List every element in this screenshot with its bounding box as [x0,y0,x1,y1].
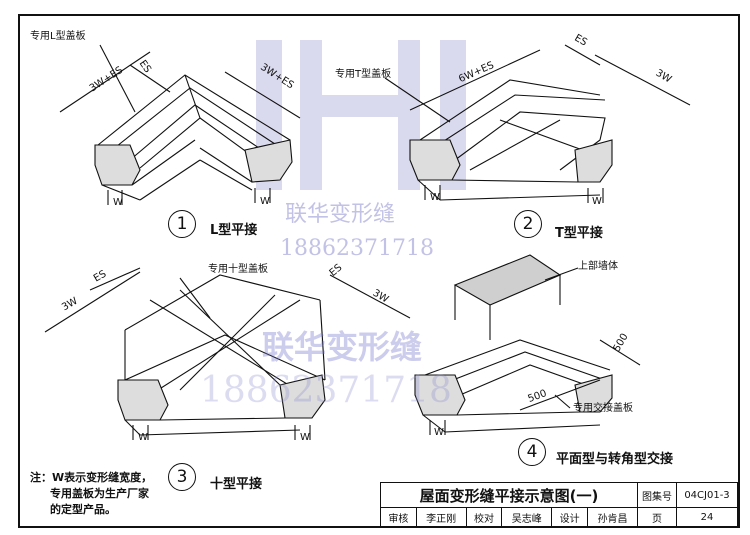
figure-number-3: 3 [168,463,196,491]
dim-w-1b: W [260,196,270,207]
drawing-note: 注：W表示变形缝宽度， 专用盖板为生产厂家 的定型产品。 [30,470,152,518]
label-l-cover: 专用L型盖板 [30,31,86,42]
dim-w-1a: W [113,197,123,208]
atlas-label: 图集号 [637,482,677,508]
label-t-cover: 专用T型盖板 [335,69,392,80]
dim-w-3b: W [300,432,310,443]
label-upper-wall: 上部墙体 [578,261,618,272]
check-label: 校对 [465,507,503,527]
dim-w-4: W [434,427,444,438]
figure-caption-2: T型平接 [555,226,603,241]
dim-w-2a: W [430,192,440,203]
reviewer-name: 李正刚 [415,507,467,527]
figure-caption-3: 十型平接 [210,477,263,492]
figure-number-2: 2 [514,210,542,238]
watermark-company: 联华变形缝 [285,202,396,227]
design-label: 设计 [551,507,588,527]
label-cross-cover-plate: 专用交接盖板 [573,403,633,414]
watermark-company-bold: 联华变形缝 [262,328,423,366]
figure-number-1: 1 [168,210,196,238]
checker-name: 吴志峰 [501,507,553,527]
designer-name: 孙肯昌 [586,507,639,527]
note-line-3: 的定型产品。 [50,503,116,516]
page-number: 24 [676,507,738,527]
watermark-phone-large: 18862371718 [200,370,452,411]
dim-w-3a: W [138,432,148,443]
page-label: 页 [637,507,677,527]
review-label: 审核 [380,507,417,527]
figure-caption-1: L型平接 [210,223,258,238]
title-block: 屋面变形缝平接示意图(一) 图集号 04CJ01-3 审核 李正刚 校对 吴志峰… [380,482,738,527]
label-cross-cover: 专用十型盖板 [208,264,268,275]
note-line-1: 注：W表示变形缝宽度， [30,471,153,484]
figure-number-4: 4 [518,438,546,466]
figure-caption-4: 平面型与转角型交接 [556,452,674,467]
drawing-frame [18,14,740,528]
watermark-phone: 18862371718 [280,236,434,261]
note-line-2: 专用盖板为生产厂家 [50,487,149,500]
dim-w-2b: W [592,196,602,207]
drawing-title: 屋面变形缝平接示意图(一) [380,482,638,508]
atlas-number: 04CJ01-3 [676,482,738,508]
